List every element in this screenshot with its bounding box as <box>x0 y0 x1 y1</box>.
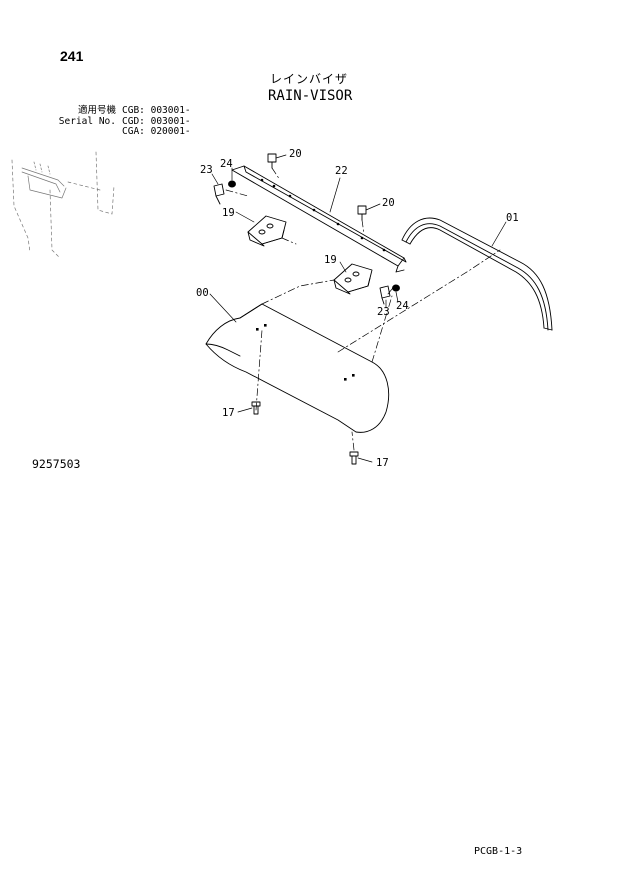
bracket-19-upper <box>247 215 287 247</box>
drawing-number: 9257503 <box>32 457 81 471</box>
title-japanese: レインバイザ <box>270 72 349 86</box>
callout-17-upper: 17 <box>222 407 235 419</box>
serial-row: 適用号機 CGB: 003001- <box>48 105 191 117</box>
serial-value: CGA: 020001- <box>122 126 191 137</box>
bracket-19-lower <box>333 263 373 295</box>
seal-strip-01 <box>401 217 553 331</box>
callout-19-upper: 19 <box>222 207 235 219</box>
serial-label: Serial No. <box>58 115 116 127</box>
assembly-lines <box>225 167 501 451</box>
callout-24-upper: 24 <box>220 158 233 170</box>
page-title: RAIN-VISOR <box>268 88 353 104</box>
screw-17-upper <box>251 401 261 415</box>
callout-00: 00 <box>196 287 209 299</box>
washer-24-lower <box>392 284 400 292</box>
footer-code: PCGB-1-3 <box>474 846 523 857</box>
serial-value: CGD: 003001- <box>122 115 191 127</box>
serial-label: 適用号機 <box>77 105 116 116</box>
callout-17-lower: 17 <box>376 457 389 469</box>
bolt-23-upper <box>213 183 225 205</box>
screw-17-lower <box>349 451 359 465</box>
visor-panel-00 <box>205 303 390 433</box>
page-number: 241 <box>60 48 84 64</box>
mounting-rail-22 <box>231 165 407 273</box>
serial-row: Serial No. CGD: 003001- <box>48 115 191 128</box>
serial-value: CGB: 003001- <box>122 105 191 116</box>
bolt-20-upper <box>267 153 277 169</box>
callout-20-lower: 20 <box>382 197 395 209</box>
serial-number-block: 適用号機 CGB: 003001- Serial No. CGD: 003001… <box>48 105 191 138</box>
callout-22: 22 <box>335 165 348 177</box>
locator-thumbnail <box>11 151 115 259</box>
serial-row: CGA: 020001- <box>48 126 191 138</box>
callout-20-upper: 20 <box>289 148 302 160</box>
leader-lines <box>209 154 507 463</box>
callout-01: 01 <box>506 212 519 224</box>
callout-23-upper: 23 <box>200 164 213 176</box>
bolt-23-lower <box>379 285 391 305</box>
bolt-20-lower <box>357 205 367 221</box>
callout-24-lower: 24 <box>396 300 409 312</box>
callout-23-lower: 23 <box>377 306 390 318</box>
washer-24-upper <box>228 180 236 188</box>
callout-19-lower: 19 <box>324 254 337 266</box>
